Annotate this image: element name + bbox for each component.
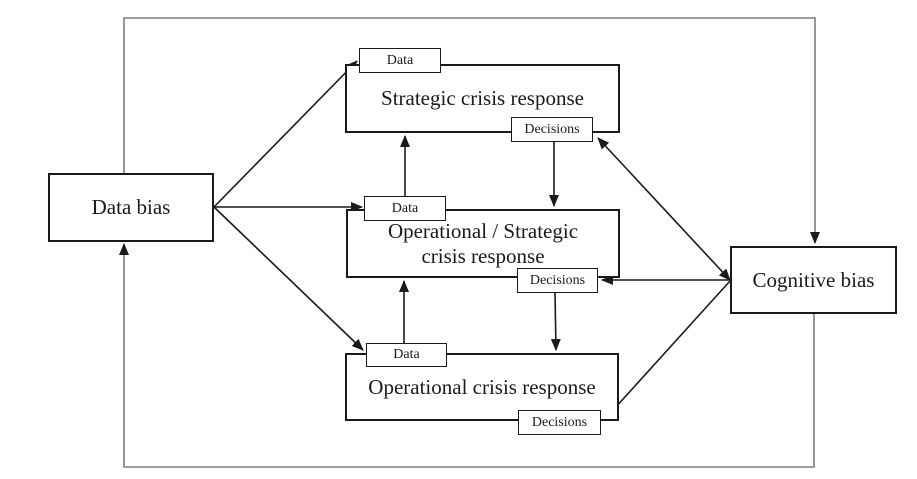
node-operational-label: Operational crisis response — [368, 374, 596, 399]
node-cognitive-bias-label: Cognitive bias — [752, 267, 875, 292]
tag-data-strategic: Data — [359, 48, 441, 73]
node-operational-strategic-crisis-response: Operational / Strategic crisis response — [346, 209, 620, 278]
tag-data-middle: Data — [364, 196, 446, 221]
edge-cognitivebias-strategic-decisions — [597, 137, 731, 281]
tag-decisions-middle-label: Decisions — [529, 272, 586, 288]
tag-data-strategic-label: Data — [386, 52, 414, 68]
node-operational-strategic-label-line2: crisis response — [421, 243, 545, 268]
node-data-bias: Data bias — [48, 173, 214, 242]
node-operational-crisis-response: Operational crisis response — [345, 353, 619, 421]
tag-decisions-middle: Decisions — [517, 268, 598, 293]
node-strategic-label: Strategic crisis response — [381, 86, 584, 111]
edge-cognitivebias-to-operational-decisions — [604, 280, 731, 420]
tag-decisions-operational: Decisions — [518, 410, 601, 435]
tag-decisions-operational-label: Decisions — [531, 414, 588, 430]
node-operational-strategic-label-line1: Operational / Strategic — [387, 218, 579, 243]
tag-data-middle-label: Data — [391, 200, 419, 216]
edge-databias-to-operational-data — [213, 206, 364, 351]
tag-data-operational: Data — [366, 343, 447, 367]
loop-databias-to-cognitivebias — [123, 17, 820, 244]
tag-data-operational-label: Data — [393, 347, 420, 362]
node-cognitive-bias: Cognitive bias — [730, 246, 897, 314]
tag-decisions-strategic-label: Decisions — [524, 121, 580, 137]
edge-databias-to-strategic-data — [213, 60, 358, 208]
tag-decisions-strategic: Decisions — [511, 117, 593, 142]
node-data-bias-label: Data bias — [91, 195, 171, 220]
loop-cognitivebias-to-databias — [119, 243, 815, 468]
edge-middle-decisions-to-operational — [550, 292, 561, 351]
